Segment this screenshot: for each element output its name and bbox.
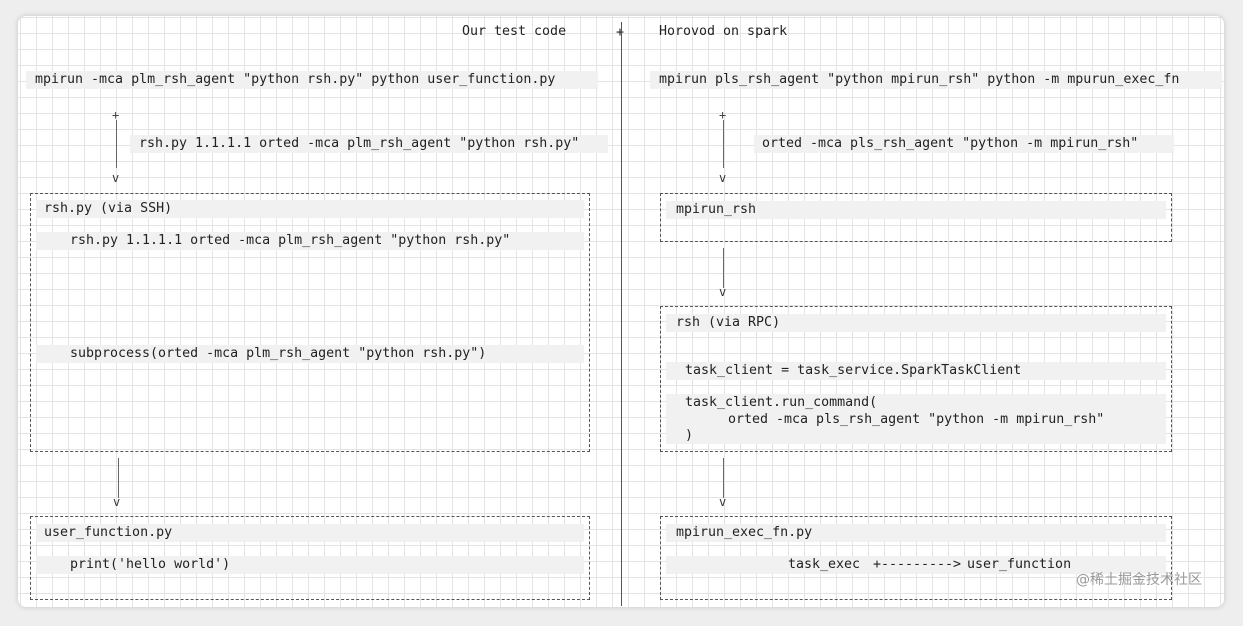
task-client-assign-line: task_client = task_service.SparkTaskClie…	[685, 363, 1022, 378]
left-arrow2-line	[118, 458, 119, 498]
task-exec-arrow: +--------->	[873, 557, 962, 572]
rsh-py-box	[30, 193, 590, 452]
right-arrow1-head: v	[719, 171, 727, 185]
mpirun-rsh-box-title: mpirun_rsh	[676, 202, 757, 217]
rsh-py-line1: rsh.py 1.1.1.1 orted -mca plm_rsh_agent …	[70, 233, 511, 248]
user-function-box	[30, 516, 590, 600]
right-arrow1-start: +	[719, 108, 727, 122]
mpirun-exec-fn-box-title: mpirun_exec_fn.py	[676, 525, 813, 540]
user-function-box-title: user_function.py	[44, 525, 173, 540]
watermark-text: @稀土掘金技术社区	[1076, 572, 1202, 588]
mpirun-rsh-title-band	[666, 201, 1166, 219]
rsh-py-subprocess-line: subprocess(orted -mca plm_rsh_agent "pyt…	[70, 346, 487, 361]
left-arrow1-band	[130, 135, 608, 153]
left-arrow1-line	[116, 120, 117, 168]
right-arrow3-line	[723, 458, 724, 498]
rsh-rpc-line1-band	[666, 362, 1166, 380]
mpirun-exec-fn-title-band	[666, 524, 1166, 542]
header-separator: +	[616, 25, 625, 40]
right-mpirun-command: mpirun pls_rsh_agent "python mpirun_rsh"…	[659, 72, 1180, 87]
rsh-py-box-title: rsh.py (via SSH)	[44, 201, 173, 216]
rsh-rpc-box-title: rsh (via RPC)	[676, 315, 781, 330]
right-arrow2-head: v	[719, 285, 727, 299]
user-function-print-line: print('hello world')	[70, 557, 231, 572]
left-column-header: Our test code	[462, 24, 567, 39]
right-arrow1-label: orted -mca pls_rsh_agent "python -m mpir…	[762, 136, 1139, 151]
run-command-close-line: )	[685, 428, 694, 443]
diagram-canvas: Our test code + Horovod on spark mpirun …	[18, 16, 1224, 607]
task-exec-line-band	[666, 556, 1166, 574]
user-function-line1-band	[36, 556, 584, 574]
left-mpirun-command: mpirun -mca plm_rsh_agent "python rsh.py…	[35, 72, 556, 87]
user-function-target-label: user_function	[967, 557, 1072, 572]
right-arrow2-line	[723, 248, 724, 288]
left-arrow1-start: +	[112, 108, 120, 122]
run-command-call-line: task_client.run_command(	[685, 395, 878, 410]
task-exec-label: task_exec	[788, 557, 861, 572]
rsh-py-title-band	[36, 200, 584, 218]
rsh-rpc-box	[660, 306, 1172, 452]
right-arrow1-line	[723, 120, 724, 168]
user-function-title-band	[36, 524, 584, 542]
right-command-band	[650, 71, 1222, 89]
rsh-py-line1-band	[36, 232, 584, 250]
left-arrow2-head: v	[113, 495, 121, 509]
left-command-band	[26, 71, 598, 89]
right-arrow3-head: v	[719, 495, 727, 509]
mpirun-rsh-box	[660, 193, 1172, 242]
rsh-rpc-title-band	[666, 314, 1166, 332]
rsh-py-line2-band	[36, 345, 584, 363]
right-column-header: Horovod on spark	[659, 24, 788, 39]
right-arrow1-band	[754, 135, 1174, 153]
left-arrow1-head: v	[112, 171, 120, 185]
left-arrow1-label: rsh.py 1.1.1.1 orted -mca plm_rsh_agent …	[139, 136, 580, 151]
rsh-rpc-call-band	[666, 394, 1166, 444]
run-command-arg-line: orted -mca pls_rsh_agent "python -m mpir…	[728, 412, 1105, 427]
mpirun-exec-fn-box	[660, 516, 1172, 600]
column-divider	[621, 22, 622, 606]
